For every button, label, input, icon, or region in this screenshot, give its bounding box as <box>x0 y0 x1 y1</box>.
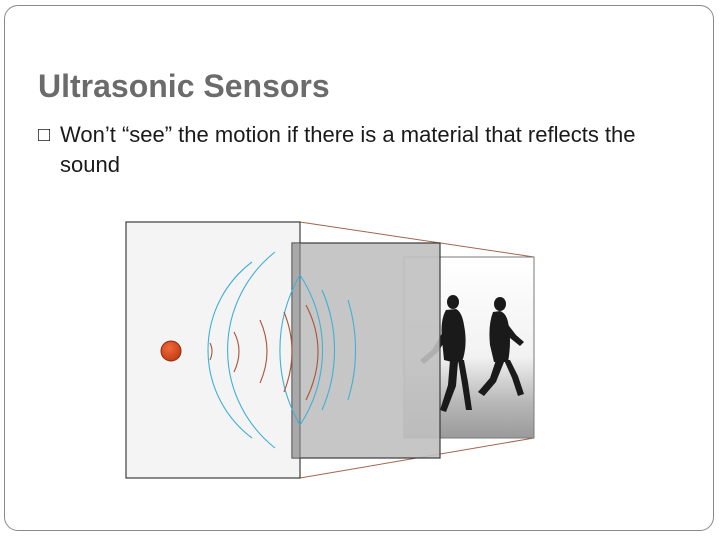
person-silhouette-icon <box>478 297 524 396</box>
sound-wave-arcs <box>207 251 357 449</box>
reflected-wave-arcs <box>209 304 319 401</box>
reflective-barrier <box>291 242 441 459</box>
bullet-icon: □ <box>38 124 51 146</box>
bullet-text: Won’t “see” the motion if there is a mat… <box>60 122 636 177</box>
slide-title: Ultrasonic Sensors <box>38 68 330 104</box>
bullet-item: □ Won’t “see” the motion if there is a m… <box>38 120 658 180</box>
sensor-background-panel <box>125 221 301 479</box>
sensor-emitter-icon <box>160 340 182 362</box>
